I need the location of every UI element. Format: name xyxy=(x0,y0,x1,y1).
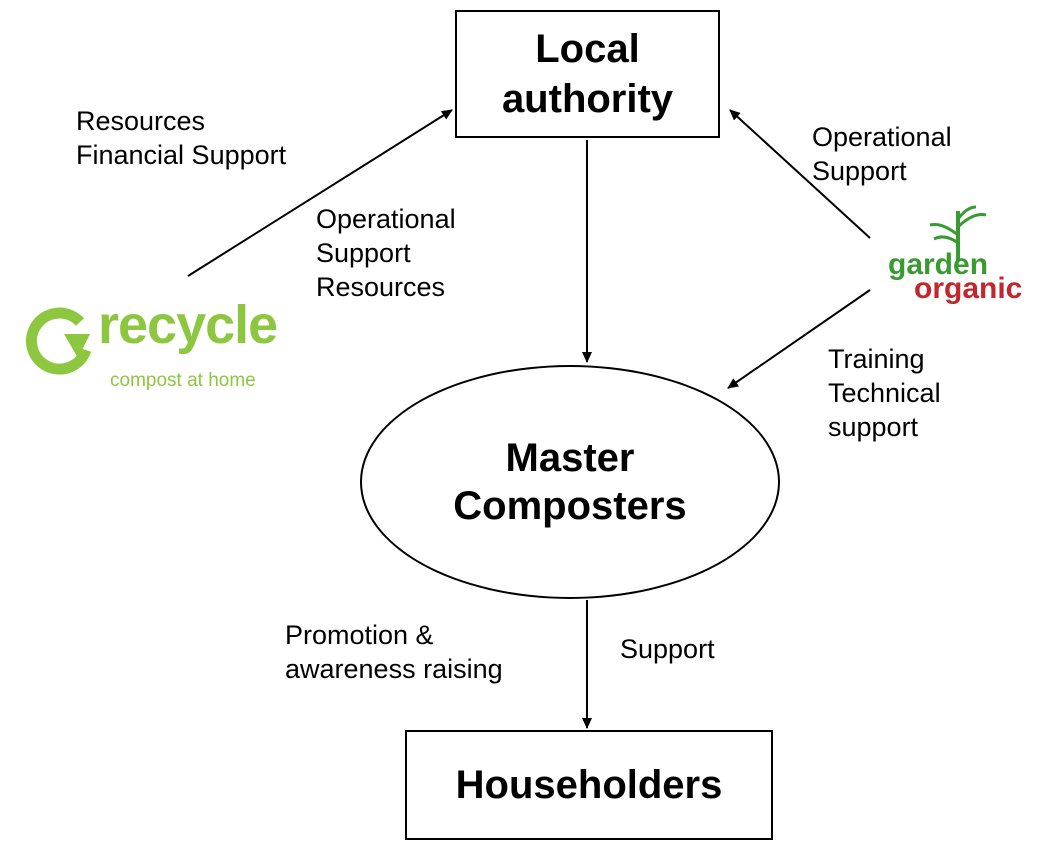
recycle-logo-word: recycle xyxy=(98,295,278,355)
support-label: Support xyxy=(620,632,715,666)
recycle-logo: recycle compost at home xyxy=(12,290,282,410)
organic-logo-word: organic xyxy=(914,272,1023,305)
garden-organic-logo: garden organic xyxy=(880,205,1040,315)
householders-box: Householders xyxy=(405,730,773,840)
label-line: Technical xyxy=(828,378,941,408)
master-composters-ellipse: Master Composters xyxy=(360,365,780,599)
promotion-awareness-label: Promotion & awareness raising xyxy=(285,618,503,686)
local-authority-box: Local authority xyxy=(455,10,720,138)
label-line: Resources xyxy=(76,106,206,136)
label-line: Operational xyxy=(316,204,456,234)
arrow-garden-organic-to-master-composters xyxy=(727,289,871,389)
local-authority-line1: Local xyxy=(535,27,640,71)
training-technical-label: Training Technical support xyxy=(828,342,941,444)
label-line: Financial Support xyxy=(76,140,287,170)
local-authority-line2: authority xyxy=(501,77,674,121)
label-line: Resources xyxy=(316,272,446,302)
label-line: Support xyxy=(812,156,907,186)
master-composters-line2: Composters xyxy=(453,484,687,528)
label-line: Training xyxy=(828,344,925,374)
operational-support-right-label: Operational Support xyxy=(812,120,952,188)
resources-financial-label: Resources Financial Support xyxy=(76,104,286,172)
support-text: Support xyxy=(620,634,715,664)
recycle-logo-subtitle: compost at home xyxy=(110,370,256,391)
label-line: awareness raising xyxy=(285,654,503,684)
operational-support-resources-label: Operational Support Resources xyxy=(316,202,456,304)
label-line: support xyxy=(828,412,919,442)
label-line: Promotion & xyxy=(285,620,434,650)
recycle-arrow-icon xyxy=(26,307,92,375)
label-line: Operational xyxy=(812,122,952,152)
arrow-garden-organic-to-local-authority xyxy=(729,109,871,239)
householders-label: Householders xyxy=(455,762,723,807)
arrow-recycle-to-local-authority xyxy=(187,109,453,277)
plant-icon xyxy=(929,205,987,261)
master-composters-line1: Master xyxy=(505,436,635,480)
garden-logo-word: garden xyxy=(888,248,989,281)
label-line: Support xyxy=(316,238,411,268)
